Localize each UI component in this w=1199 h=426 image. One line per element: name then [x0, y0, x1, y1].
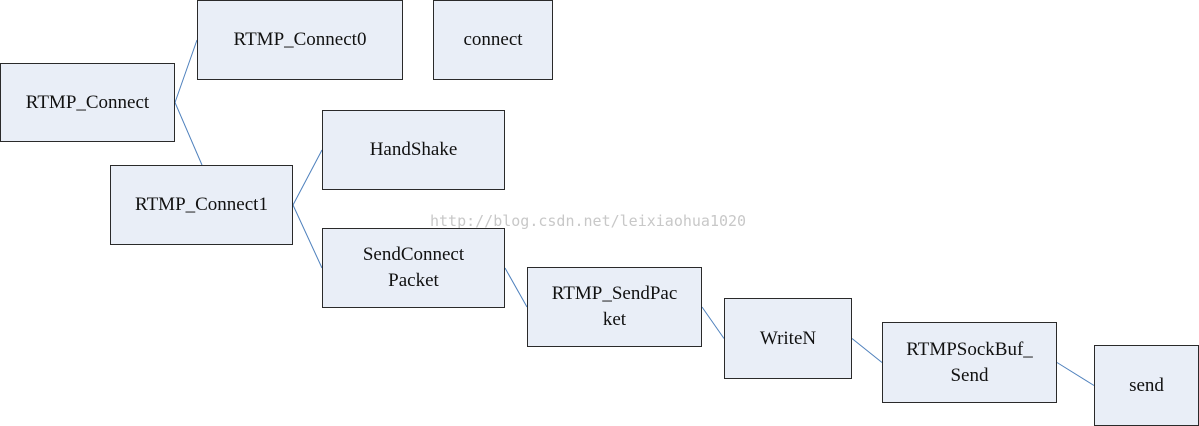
edge-rtmp_send_packet-to-writen — [701, 306, 725, 339]
node-send: send — [1094, 345, 1199, 426]
edge-rtmp_connect1-to-send_connect_packet — [292, 204, 323, 269]
node-rtmp-connect: RTMP_Connect — [0, 63, 175, 142]
node-rtmp-sockbuf-send: RTMPSockBuf_ Send — [882, 322, 1057, 403]
node-rtmp-connect1: RTMP_Connect1 — [110, 165, 293, 245]
edge-rtmp_connect-to-rtmp_connect0 — [174, 39, 198, 103]
node-send-connect-packet: SendConnect Packet — [322, 228, 505, 308]
node-handshake: HandShake — [322, 110, 505, 190]
node-rtmp-send-packet: RTMP_SendPac ket — [527, 267, 702, 347]
edge-rtmp_sockbuf_send-to-send — [1056, 362, 1095, 386]
edge-writen-to-rtmp_sockbuf_send — [851, 338, 883, 363]
node-rtmp-connect0: RTMP_Connect0 — [197, 0, 403, 80]
node-connect: connect — [433, 0, 553, 80]
watermark-text: http://blog.csdn.net/leixiaohua1020 — [430, 212, 747, 230]
node-writen: WriteN — [724, 298, 852, 379]
edge-send_connect_packet-to-rtmp_send_packet — [504, 267, 528, 308]
edge-rtmp_connect-to-rtmp_connect1 — [174, 102, 203, 166]
edge-rtmp_connect1-to-handshake — [292, 149, 323, 206]
